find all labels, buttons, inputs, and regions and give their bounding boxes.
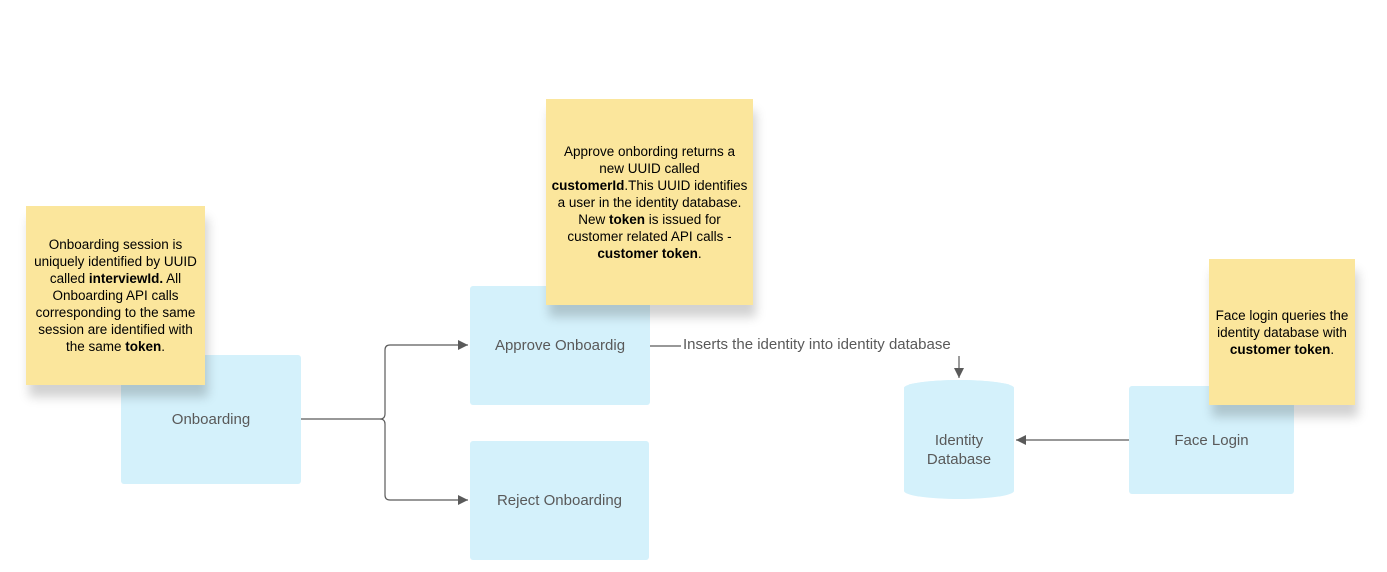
connector-onboarding-to-reject [379,418,468,505]
note-text-segment: All Onboarding API calls corresponding t… [35,271,196,354]
note-bold-segment: token [125,339,162,354]
approve-onboarding-node-label: Approve Onboardig [494,337,626,354]
note-bold-segment: token [608,211,645,227]
note-text-segment: Approve onbording returns a new UUID cal… [563,143,736,176]
note-text-segment: . [1330,341,1335,357]
approve-sticky-note[interactable]: Approve onbording returns a new UUID cal… [546,99,753,305]
face-login-sticky-note[interactable]: Face login queries the identity database… [1209,259,1355,405]
onboarding-sticky-note[interactable]: Onboarding session is uniquely identifie… [26,206,205,385]
note-text-segment: . [161,339,166,354]
note-text-segment: Onboarding session is uniquely identifie… [34,237,197,286]
face-login-note-text: Face login queries the identity database… [1213,307,1351,358]
note-text-segment: Face login queries the identity database… [1215,307,1349,340]
identity-database-label-line1: Identity [934,432,984,449]
note-bold-segment: customerId [551,177,625,193]
connector-onboarding-to-approve [301,340,468,420]
note-text-segment: is issued for customer related API calls… [567,211,732,244]
note-bold-segment: customer token [597,245,698,261]
identity-database-label-line2: Database [926,451,992,468]
identity-database-label: Identity Database [904,431,1014,469]
onboarding-note-text: Onboarding session is uniquely identifie… [30,236,201,355]
face-login-node-label: Face Login [1174,431,1249,449]
onboarding-node-label: Onboarding [171,411,251,428]
note-bold-segment: customer token [1229,341,1331,357]
note-bold-segment: interviewId. [88,271,164,286]
approve-onboarding-node[interactable]: Approve Onboardig [470,286,650,405]
insert-identity-edge-label: Inserts the identity into identity datab… [683,336,951,353]
note-text-segment: .This UUID identifies a user in the iden… [557,177,748,227]
reject-onboarding-node-label: Reject Onboarding [496,492,623,509]
reject-onboarding-node[interactable]: Reject Onboarding [470,441,649,560]
approve-note-text: Approve onbording returns a new UUID cal… [550,143,749,262]
note-text-segment: . [697,245,702,261]
